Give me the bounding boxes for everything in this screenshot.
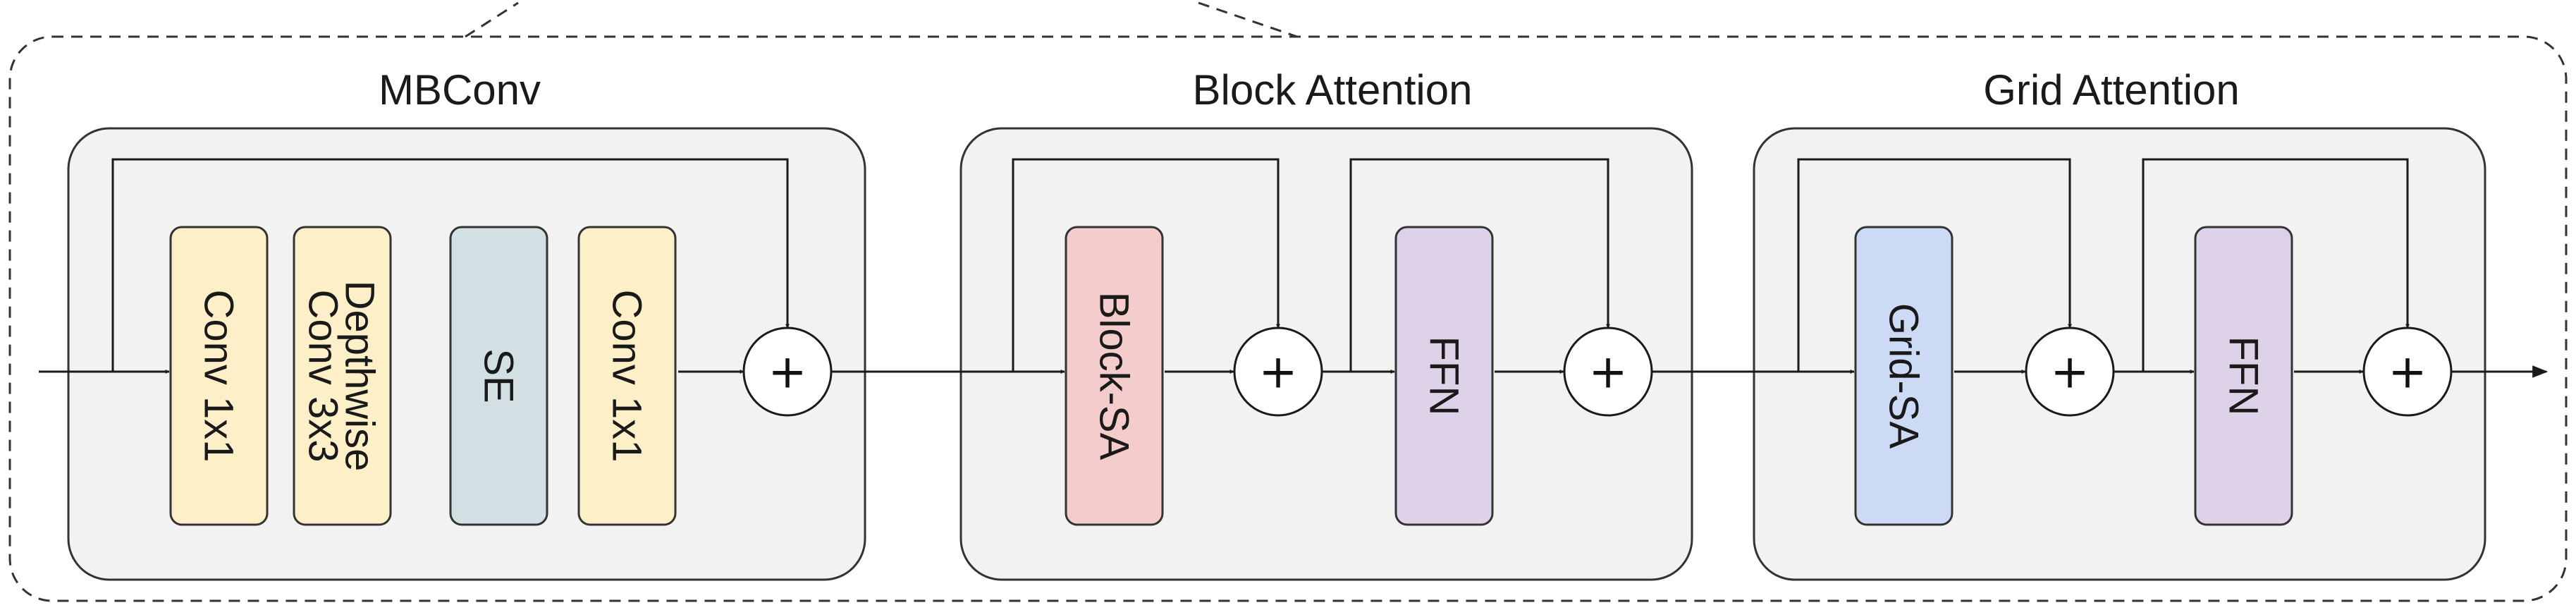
conv1x1-block-b <box>577 226 677 526</box>
section-title-grid-attention: Grid Attention <box>1983 66 2240 114</box>
ffn-label-block-attention: FFN <box>1421 336 1467 416</box>
block-sa-block <box>1065 226 1164 526</box>
residual-add-node-grid-ffn <box>2362 327 2453 417</box>
depthwise-label-line1: Depthwise <box>337 281 383 472</box>
depthwise-conv-block <box>293 226 392 526</box>
se-block <box>449 226 548 526</box>
plus-symbol: + <box>768 345 806 399</box>
ffn-label-grid-attention: FFN <box>2221 336 2267 416</box>
conv1x1-label-a: Conv 1x1 <box>196 289 242 462</box>
se-label: SE <box>476 348 522 403</box>
ffn-block-grid <box>2194 226 2293 526</box>
dashed-connector-right <box>1198 1 1298 38</box>
block-sa-label: Block-SA <box>1091 292 1137 460</box>
residual-add-node-grid-sa <box>2025 327 2115 417</box>
dashed-connector-left <box>465 1 519 38</box>
skip-connections <box>111 158 2410 372</box>
section-title-mbconv: MBConv <box>379 66 541 114</box>
residual-add-node-block-ffn <box>1563 327 1653 417</box>
plus-symbol: + <box>1258 345 1297 399</box>
plus-symbol: + <box>2388 345 2427 399</box>
grid-sa-block <box>1854 226 1954 526</box>
conv1x1-block-a <box>169 226 269 526</box>
plus-symbol: + <box>1588 345 1627 399</box>
residual-add-node-mbconv <box>742 327 833 417</box>
ffn-block-attention <box>1394 226 1494 526</box>
section-title-block-attention: Block Attention <box>1193 66 1473 114</box>
residual-add-node-block-sa <box>1233 327 1323 417</box>
depthwise-label-line2: Conv 3x3 <box>300 289 346 462</box>
grid-sa-label: Grid-SA <box>1881 303 1927 449</box>
conv1x1-label-b: Conv 1x1 <box>604 289 650 462</box>
plus-symbol: + <box>2050 345 2089 399</box>
